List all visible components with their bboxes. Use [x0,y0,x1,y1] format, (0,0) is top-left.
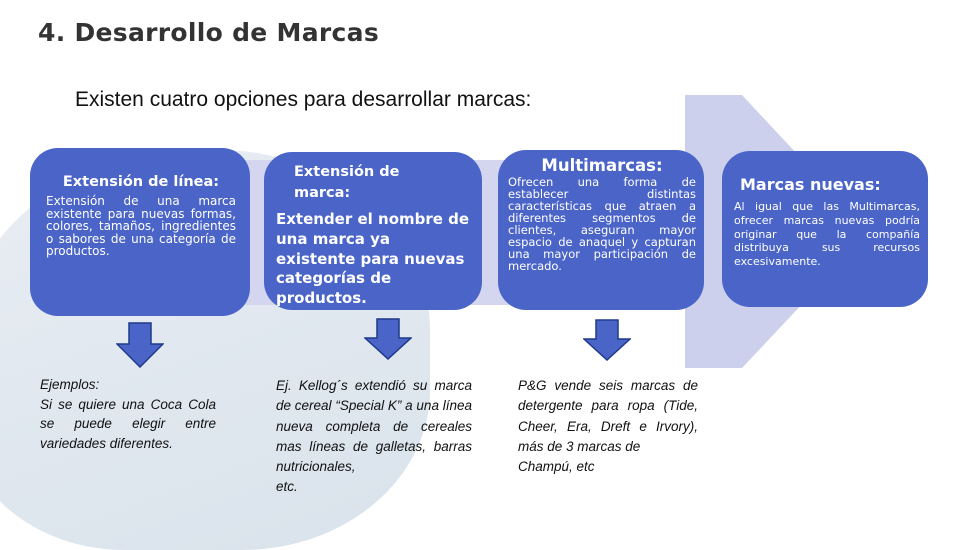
option-text: Al igual que las Multimarcas, ofrecer ma… [734,200,920,268]
down-arrow-icon [583,319,631,361]
option-card-multibrands: Multimarcas: Ofrecen una forma de establ… [498,150,704,310]
example-brand-extension: Ej. Kellog´s extendió su marca de cereal… [276,378,472,495]
page-title: 4. Desarrollo de Marcas [38,18,380,47]
down-arrow-icon [364,318,412,360]
option-text: Extensión de una marca existente para nu… [46,194,236,259]
option-title: Multimarcas: [541,156,663,175]
option-text: Ofrecen una forma de establecer distinta… [508,175,696,274]
page-subtitle: Existen cuatro opciones para desarrollar… [75,88,532,111]
option-card-brand-extension: Extensión de marca: Extender el nombre d… [264,152,482,310]
example-line-extension: Ejemplos: Si se quiere una Coca Cola se … [40,377,216,451]
option-title: Extensión de línea: [62,174,220,190]
option-text: Extender el nombre de una marca ya exist… [276,210,470,308]
option-card-new-brands: Marcas nuevas: Al igual que las Multimar… [722,151,928,307]
example-multibrands: P&G vende seis marcas de detergente para… [518,378,698,474]
option-title: Extensión de marca: [294,164,400,202]
option-title: Marcas nuevas: [740,175,881,194]
option-card-line-extension: Extensión de línea: Extensión de una mar… [30,148,250,316]
down-arrow-icon [116,322,164,368]
